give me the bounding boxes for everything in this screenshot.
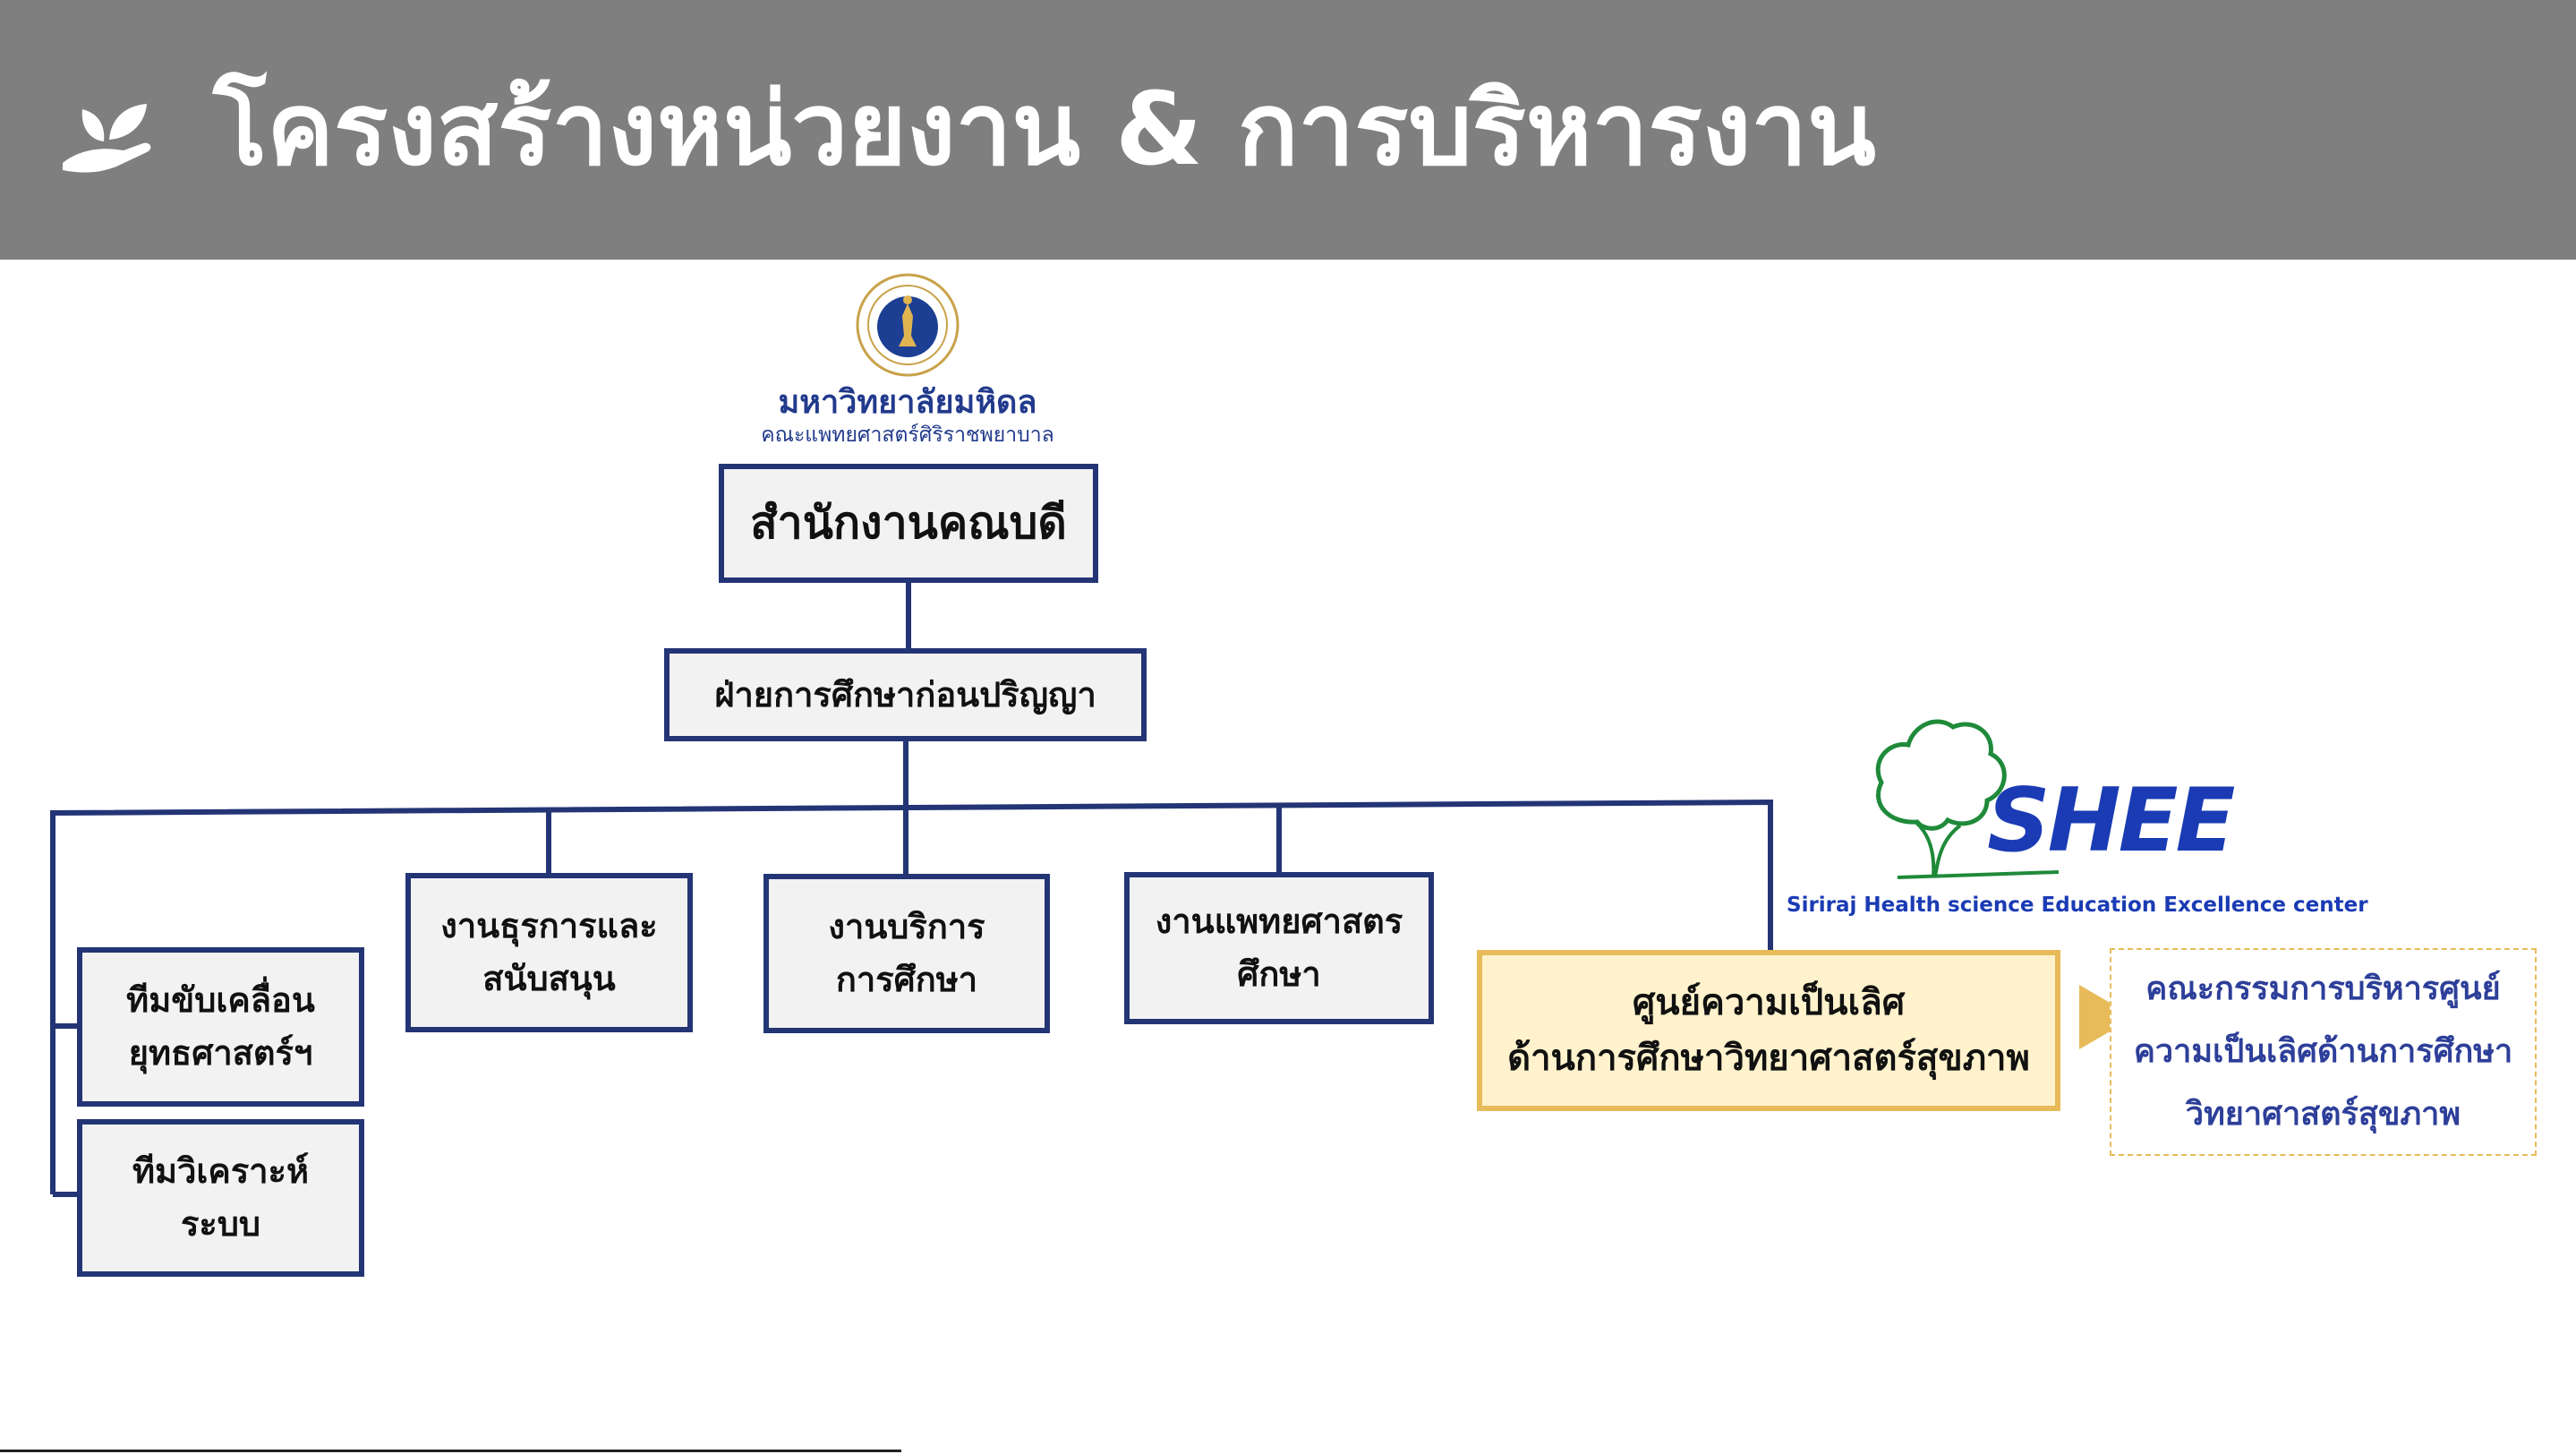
node-label: ระบบ [180, 1204, 261, 1244]
node-label: ทีมขับเคลื่อน [126, 980, 315, 1021]
node-label: การศึกษา [835, 960, 978, 999]
node-label: ศึกษา [1237, 954, 1321, 994]
committee-label: วิทยาศาสตร์สุขภาพ [2185, 1096, 2461, 1133]
shee-wordmark: SHEE [1987, 770, 2235, 872]
education-service-box: งานบริการ การศึกษา [763, 874, 1050, 1033]
committee-box: คณะกรรมการบริหารศูนย์ ความเป็นเลิศด้านกา… [2110, 948, 2537, 1156]
node-label: ศูนย์ความเป็นเลิศ [1632, 982, 1906, 1023]
node-label: ทีมวิเคราะห์ [132, 1151, 310, 1192]
mahidol-name: มหาวิทยาลัยมหิดล [778, 384, 1037, 421]
strategy-team-box: ทีมขับเคลื่อน ยุทธศาสตร์ฯ [77, 947, 364, 1107]
node-label: งานธุรการและ [440, 906, 658, 946]
undergrad-division-box: ฝ่ายการศึกษาก่อนปริญญา [664, 648, 1147, 741]
node-label: ด้านการศึกษาวิทยาศาสตร์สุขภาพ [1507, 1038, 2030, 1079]
tree-icon [1875, 719, 2059, 879]
medical-education-box: งานแพทยศาสตร ศึกษา [1124, 872, 1434, 1024]
title-bar: โครงสร้างหน่วยงาน & การบริหารงาน [0, 0, 2576, 260]
node-label: ฝ่ายการศึกษาก่อนปริญญา [714, 674, 1096, 714]
mahidol-subtitle: คณะแพทยศาสตร์ศิริราชพยาบาล [761, 423, 1054, 447]
committee-label: ความเป็นเลิศด้านการศึกษา [2133, 1032, 2513, 1070]
node-label: สนับสนุน [482, 959, 616, 998]
dean-office-box: สำนักงานคณบดี [719, 464, 1098, 583]
footer-divider [0, 1450, 901, 1452]
page-title: โครงสร้างหน่วยงาน & การบริหารงาน [213, 72, 1876, 188]
analysis-team-box: ทีมวิเคราะห์ ระบบ [77, 1119, 364, 1277]
node-label: งานบริการ [828, 907, 985, 947]
node-label: สำนักงานคณบดี [750, 496, 1067, 549]
shee-center-box: ศูนย์ความเป็นเลิศ ด้านการศึกษาวิทยาศาสตร… [1477, 950, 2060, 1111]
node-label: งานแพทยศาสตร [1155, 902, 1403, 942]
committee-label: คณะกรรมการบริหารศูนย์ [2145, 970, 2501, 1007]
admin-support-box: งานธุรการและ สนับสนุน [405, 873, 693, 1032]
mahidol-seal-icon [856, 273, 960, 377]
shee-tagline: Siriraj Health science Education Excelle… [1787, 894, 2368, 917]
hand-leaf-icon [63, 104, 151, 173]
node-label: ยุทธศาสตร์ฯ [128, 1033, 313, 1073]
